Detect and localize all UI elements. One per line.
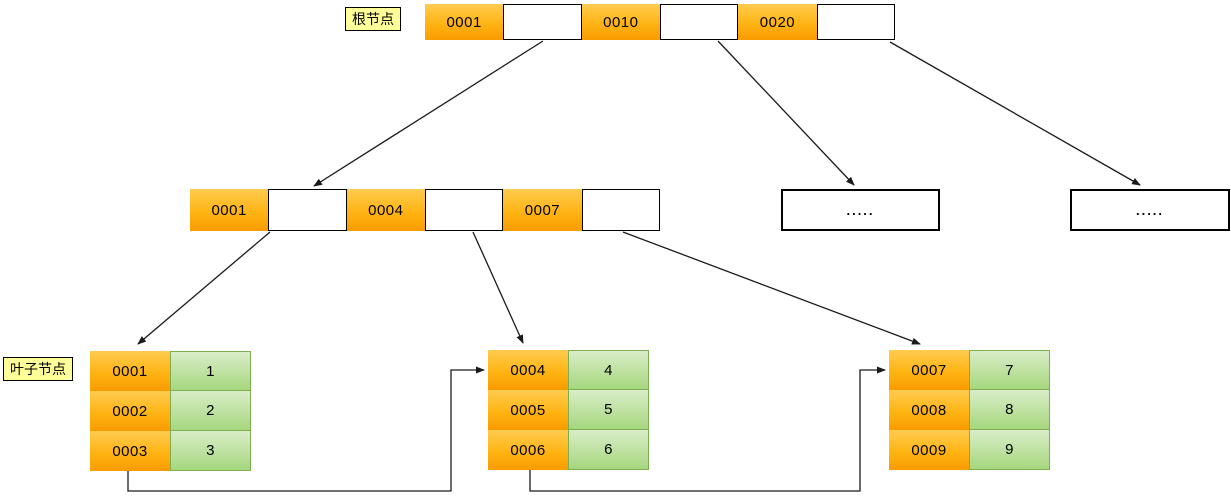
leaf-value-cell: 2 — [170, 391, 251, 431]
edge-internal-to-leaf-2 — [472, 231, 524, 344]
root-pointer-cell-3 — [816, 4, 895, 40]
leaf-row: 0002 2 — [90, 391, 251, 431]
leaf-row: 0001 1 — [90, 351, 251, 391]
edge-root-to-ellipsis-node-1 — [717, 40, 855, 186]
edge-internal-to-leaf-3 — [622, 231, 921, 345]
internal-key-cell-2: 0004 — [346, 189, 425, 231]
root-key-cell-2: 0010 — [581, 4, 660, 40]
root-pointer-cell-1 — [503, 4, 582, 40]
leaf-key-cell: 0007 — [889, 350, 969, 390]
leaf-value-cell: 1 — [170, 351, 251, 391]
leaf-key-cell: 0008 — [889, 390, 969, 430]
leaf-row: 0008 8 — [889, 390, 1050, 430]
root-node-label: 根节点 — [345, 7, 401, 31]
leaf-value-cell: 3 — [170, 431, 251, 471]
leaf-value-cell: 8 — [969, 390, 1050, 430]
root-key-cell-1: 0001 — [425, 4, 504, 40]
ellipsis-node-2: ..... — [1070, 189, 1230, 231]
leaf-node-label: 叶子节点 — [3, 357, 73, 381]
leaf-row: 0005 5 — [488, 390, 649, 430]
leaf-key-cell: 0004 — [488, 350, 568, 390]
leaf-value-cell: 6 — [568, 430, 649, 470]
leaf-key-cell: 0001 — [90, 351, 170, 391]
internal-pointer-cell-1 — [268, 189, 347, 231]
internal-key-cell-1: 0001 — [190, 189, 269, 231]
ellipsis-node-1: ..... — [781, 189, 940, 231]
internal-pointer-cell-2 — [424, 189, 504, 231]
leaf-node-3: 0007 7 0008 8 0009 9 — [889, 350, 1050, 470]
root-node: 0001 0010 0020 — [425, 4, 895, 40]
leaf-key-cell: 0003 — [90, 431, 170, 471]
leaf-key-cell: 0002 — [90, 391, 170, 431]
leaf-key-cell: 0006 — [488, 430, 568, 470]
leaf-node-1: 0001 1 0002 2 0003 3 — [90, 351, 251, 471]
leaf-row: 0009 9 — [889, 430, 1050, 470]
internal-key-cell-3: 0007 — [503, 189, 582, 231]
edge-root-to-ellipsis-node-2 — [889, 41, 1141, 186]
edge-internal-to-leaf-1 — [137, 231, 271, 345]
leaf-node-2: 0004 4 0005 5 0006 6 — [488, 350, 649, 470]
leaf-row: 0004 4 — [488, 350, 649, 390]
leaf-row: 0007 7 — [889, 350, 1050, 390]
leaf-row: 0003 3 — [90, 431, 251, 471]
leaf-value-cell: 9 — [969, 430, 1050, 470]
leaf-value-cell: 5 — [568, 390, 649, 430]
leaf-value-cell: 7 — [969, 350, 1050, 390]
leaf-key-cell: 0005 — [488, 390, 568, 430]
root-pointer-cell-2 — [659, 4, 739, 40]
internal-node: 0001 0004 0007 — [190, 189, 660, 231]
edge-root-to-internal-node — [313, 40, 544, 187]
root-key-cell-3: 0020 — [738, 4, 817, 40]
leaf-value-cell: 4 — [568, 350, 649, 390]
leaf-row: 0006 6 — [488, 430, 649, 470]
internal-pointer-cell-3 — [581, 189, 660, 231]
leaf-key-cell: 0009 — [889, 430, 969, 470]
